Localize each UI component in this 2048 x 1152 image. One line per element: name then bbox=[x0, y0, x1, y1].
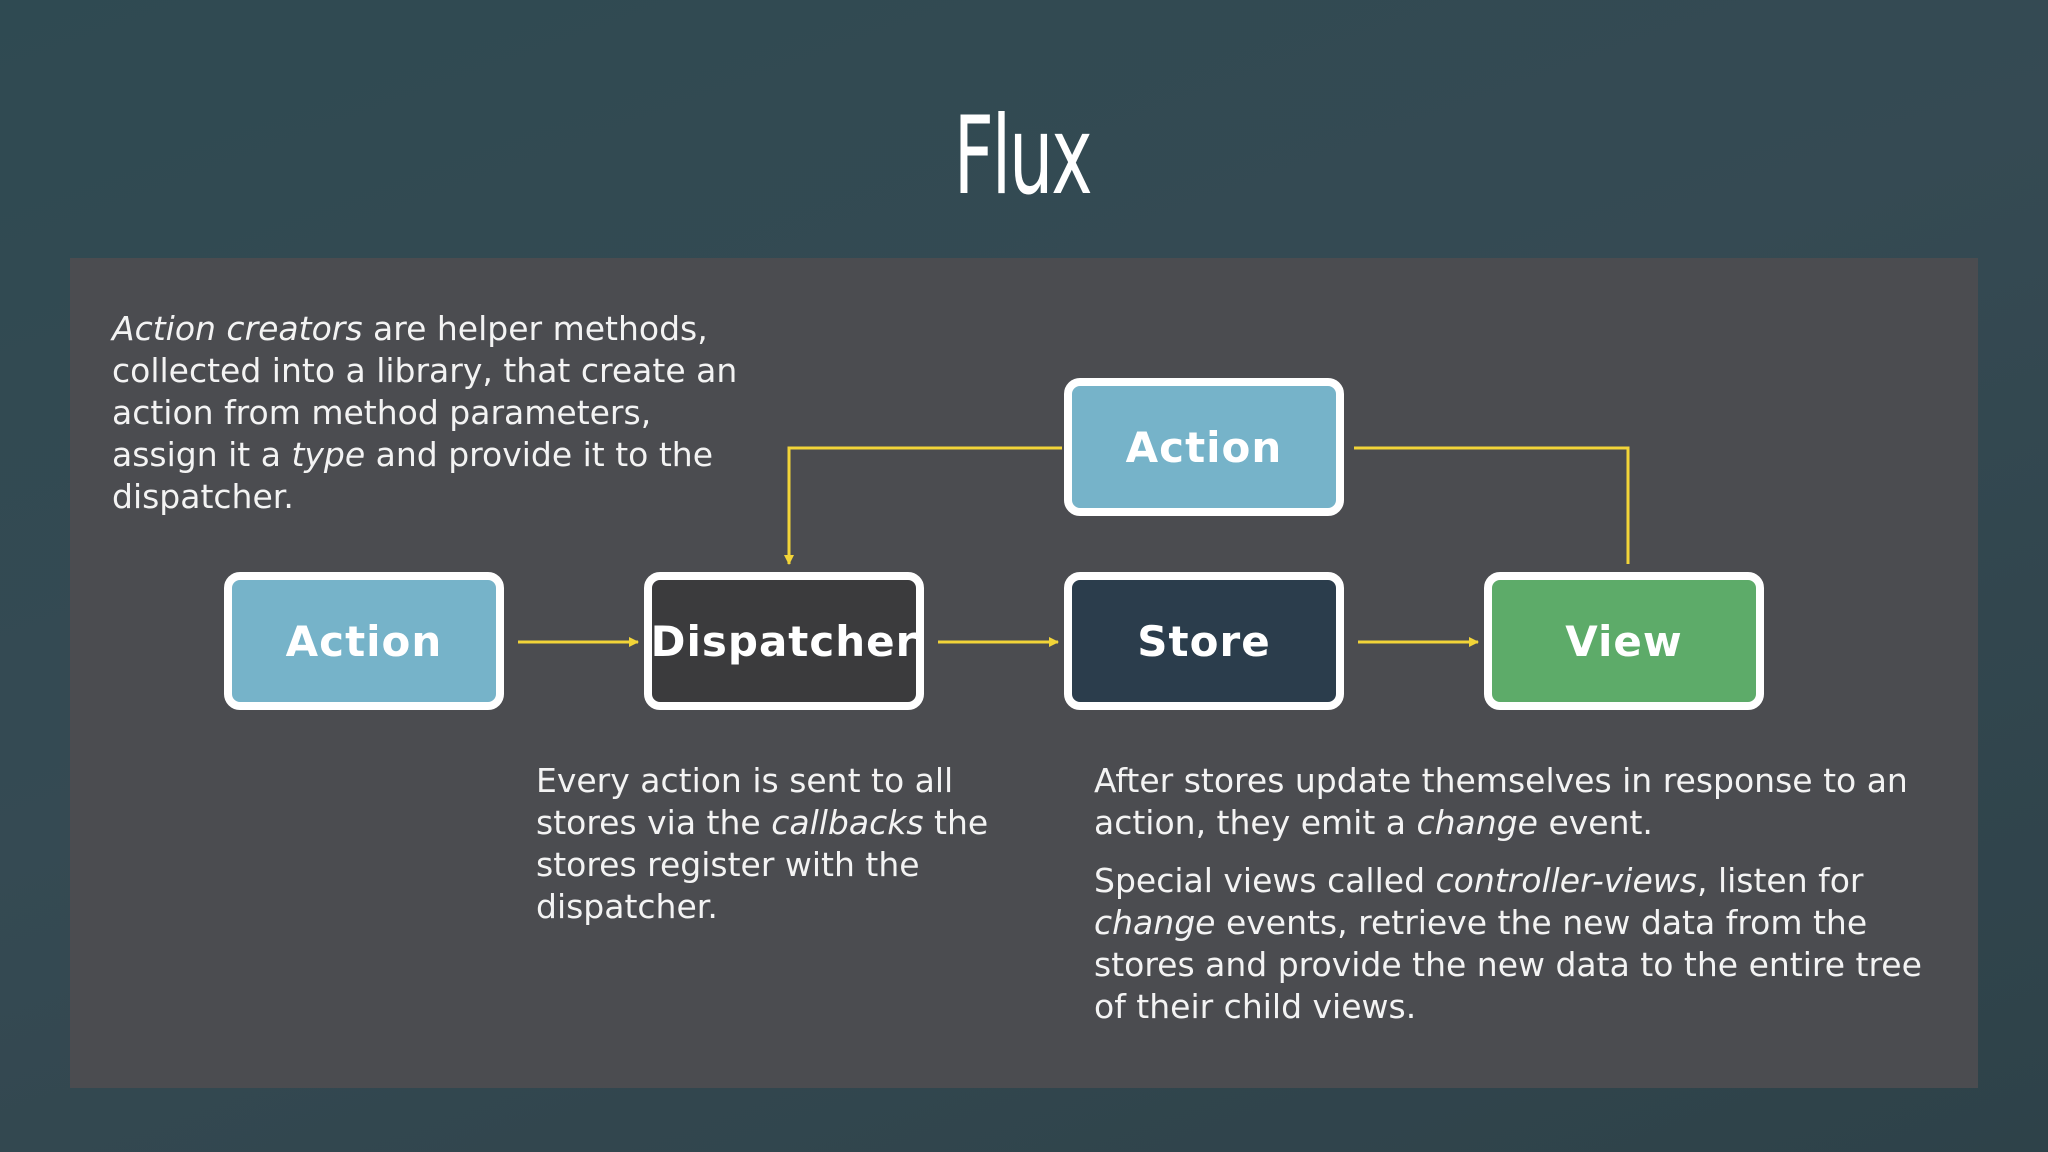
note-text: After stores update themselves in respon… bbox=[1094, 761, 1908, 842]
diagram-panel: Action creators are helper methods, coll… bbox=[70, 258, 1978, 1088]
node-label: Store bbox=[1137, 616, 1271, 666]
note-text: Special views called bbox=[1094, 861, 1436, 900]
node-label: View bbox=[1565, 616, 1683, 666]
action-top-node: Action bbox=[1064, 378, 1344, 516]
store-node: Store bbox=[1064, 572, 1344, 710]
node-label: Dispatcher bbox=[650, 616, 918, 666]
note-emphasis: change bbox=[1094, 903, 1216, 942]
arrow-action-top-to-dispatcher bbox=[784, 446, 1062, 565]
note-text: Every action is sent to all stores via t… bbox=[536, 761, 954, 842]
slide-title: Flux bbox=[953, 94, 1093, 219]
line-view-to-action-top bbox=[1354, 446, 1630, 564]
note-text: events, retrieve the new data from the s… bbox=[1094, 903, 1922, 1026]
connectors bbox=[518, 446, 1630, 647]
store-note: After stores update themselves in respon… bbox=[1094, 760, 1954, 1044]
controller-views-paragraph: Special views called controller-views, l… bbox=[1094, 860, 1954, 1028]
note-emphasis: change bbox=[1416, 803, 1538, 842]
note-text: are helper methods, collected into a lib… bbox=[112, 309, 738, 474]
view-node: View bbox=[1484, 572, 1764, 710]
note-text: , listen for bbox=[1696, 861, 1864, 900]
note-emphasis: Action creators bbox=[112, 309, 363, 348]
action-creators-note: Action creators are helper methods, coll… bbox=[112, 308, 752, 518]
note-text: event. bbox=[1537, 803, 1653, 842]
note-emphasis: type bbox=[291, 435, 366, 474]
store-note-paragraph: After stores update themselves in respon… bbox=[1094, 760, 1954, 844]
dispatcher-note: Every action is sent to all stores via t… bbox=[536, 760, 1046, 928]
action-node: Action bbox=[224, 572, 504, 710]
node-label: Action bbox=[1125, 422, 1283, 472]
node-label: Action bbox=[285, 616, 443, 666]
note-emphasis: controller-views bbox=[1435, 861, 1697, 900]
dispatcher-node: Dispatcher bbox=[644, 572, 924, 710]
note-text: and provide it to the dispatcher. bbox=[112, 435, 714, 516]
note-text: the stores register with the dispatcher. bbox=[536, 803, 989, 926]
note-emphasis: callbacks bbox=[771, 803, 924, 842]
